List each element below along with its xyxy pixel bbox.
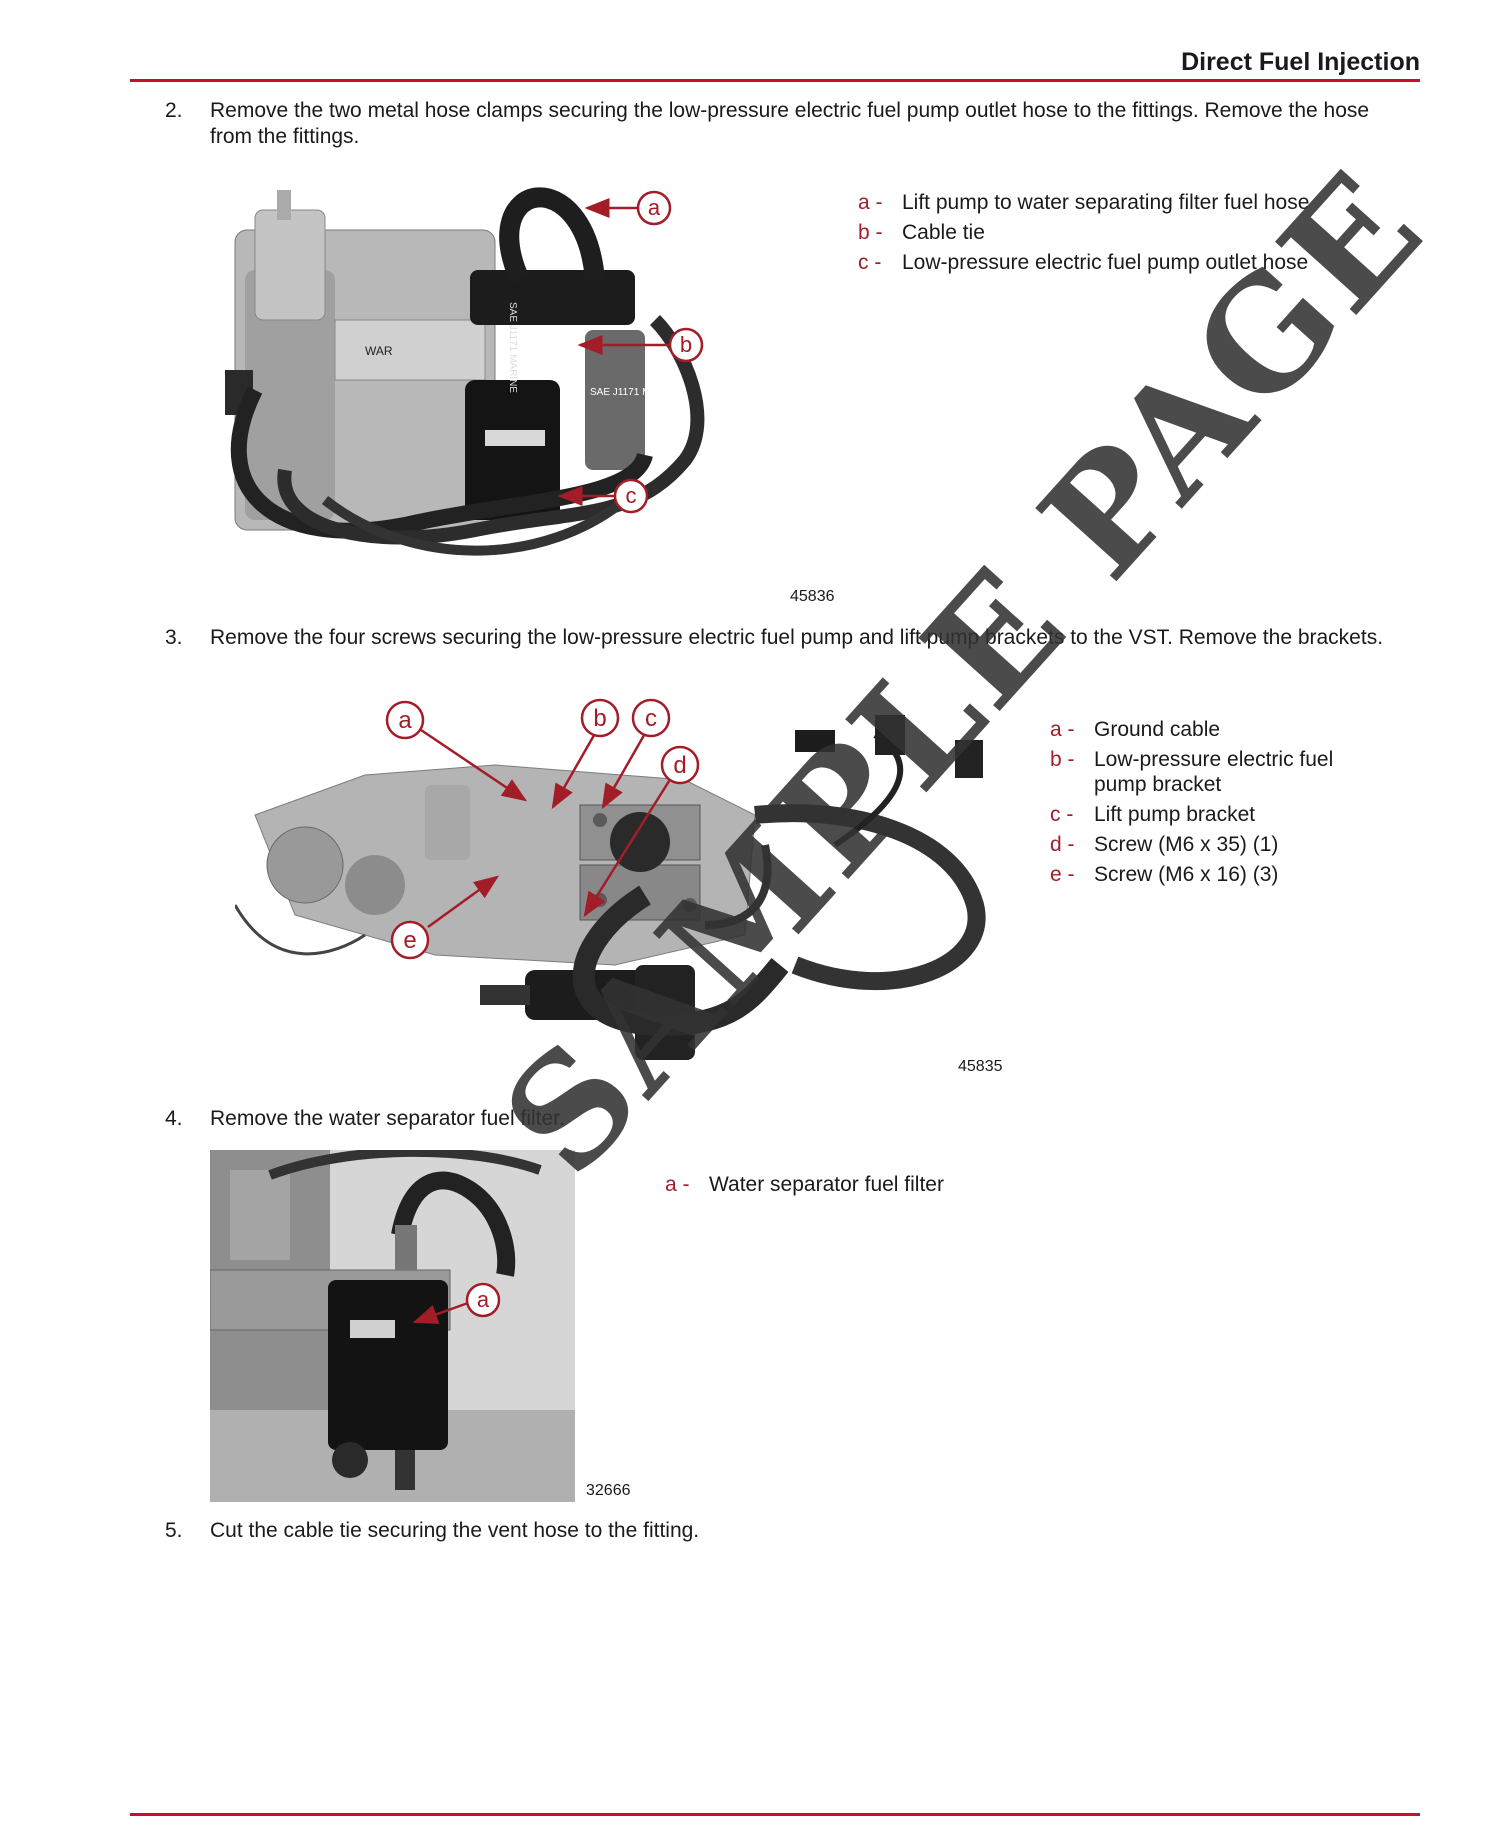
- callout-b: b: [580, 698, 620, 738]
- step-number: 4.: [165, 1107, 183, 1130]
- step-number: 2.: [165, 99, 183, 122]
- warning-label: WAR: [365, 344, 393, 358]
- callout-c: c: [631, 698, 671, 738]
- step-text: Cut the cable tie securing the vent hose…: [210, 1519, 700, 1542]
- figure-number: 45836: [790, 588, 835, 605]
- header-divider: [130, 79, 1420, 82]
- svg-text:b: b: [680, 332, 692, 357]
- svg-text:a: a: [648, 195, 661, 220]
- figure-number: 45835: [958, 1058, 1003, 1075]
- callout-a: a: [636, 190, 672, 226]
- figure-32666-legend: a -Water separator fuel filter: [665, 1170, 1045, 1200]
- legend-item: a -Lift pump to water separating filter …: [858, 191, 1310, 214]
- figure-45836-legend: a -Lift pump to water separating filter …: [858, 188, 1378, 278]
- step-3: 3. Remove the four screws securing the l…: [165, 625, 1395, 651]
- step-text: Remove the two metal hose clamps securin…: [210, 99, 1370, 148]
- footer-divider: [130, 1813, 1420, 1816]
- vst-bracket-photo: a b c d e: [235, 695, 1025, 1080]
- step-number: 3.: [165, 626, 183, 649]
- callout-a: a: [465, 1282, 501, 1318]
- callout-d: d: [660, 745, 700, 785]
- lift-pump-label: SAE J1171 MARINE: [590, 387, 681, 398]
- step-4: 4. Remove the water separator fuel filte…: [165, 1106, 1395, 1132]
- callout-b: b: [668, 327, 704, 363]
- legend-item: b -Low-pressure electric fuel pump brack…: [1050, 748, 1334, 796]
- callout-e: e: [390, 920, 430, 960]
- legend-item: b -Cable tie: [858, 221, 985, 244]
- callout-c: c: [613, 478, 649, 514]
- legend-item: d -Screw (M6 x 35) (1): [1050, 833, 1279, 856]
- fuel-pump-assembly-photo: WAR SAE J1171 MARINE SAE J1171 MARINE a …: [215, 170, 840, 605]
- step-number: 5.: [165, 1519, 183, 1542]
- water-separator-photo: a: [210, 1150, 575, 1502]
- legend-item: a -Ground cable: [1050, 718, 1221, 741]
- step-text: Remove the four screws securing the low-…: [210, 626, 1384, 649]
- svg-text:a: a: [398, 707, 412, 734]
- pump-label: SAE J1171 MARINE: [507, 302, 518, 393]
- svg-text:c: c: [626, 483, 637, 508]
- page-header-title: Direct Fuel Injection: [1181, 48, 1420, 76]
- svg-text:d: d: [673, 752, 686, 779]
- svg-text:b: b: [593, 705, 606, 732]
- step-5: 5. Cut the cable tie securing the vent h…: [165, 1518, 1395, 1544]
- svg-text:e: e: [403, 927, 416, 954]
- svg-text:a: a: [477, 1287, 490, 1312]
- svg-text:c: c: [645, 705, 657, 732]
- legend-item: a -Water separator fuel filter: [665, 1173, 944, 1196]
- legend-item: c -Low-pressure electric fuel pump outle…: [858, 251, 1309, 274]
- callout-a: a: [385, 700, 425, 740]
- step-text: Remove the water separator fuel filter.: [210, 1107, 565, 1130]
- legend-item: c -Lift pump bracket: [1050, 803, 1256, 826]
- figure-number: 32666: [586, 1482, 631, 1499]
- step-2: 2. Remove the two metal hose clamps secu…: [165, 98, 1395, 150]
- legend-item: e -Screw (M6 x 16) (3): [1050, 863, 1279, 886]
- figure-45835-legend: a -Ground cable b -Low-pressure electric…: [1050, 715, 1390, 890]
